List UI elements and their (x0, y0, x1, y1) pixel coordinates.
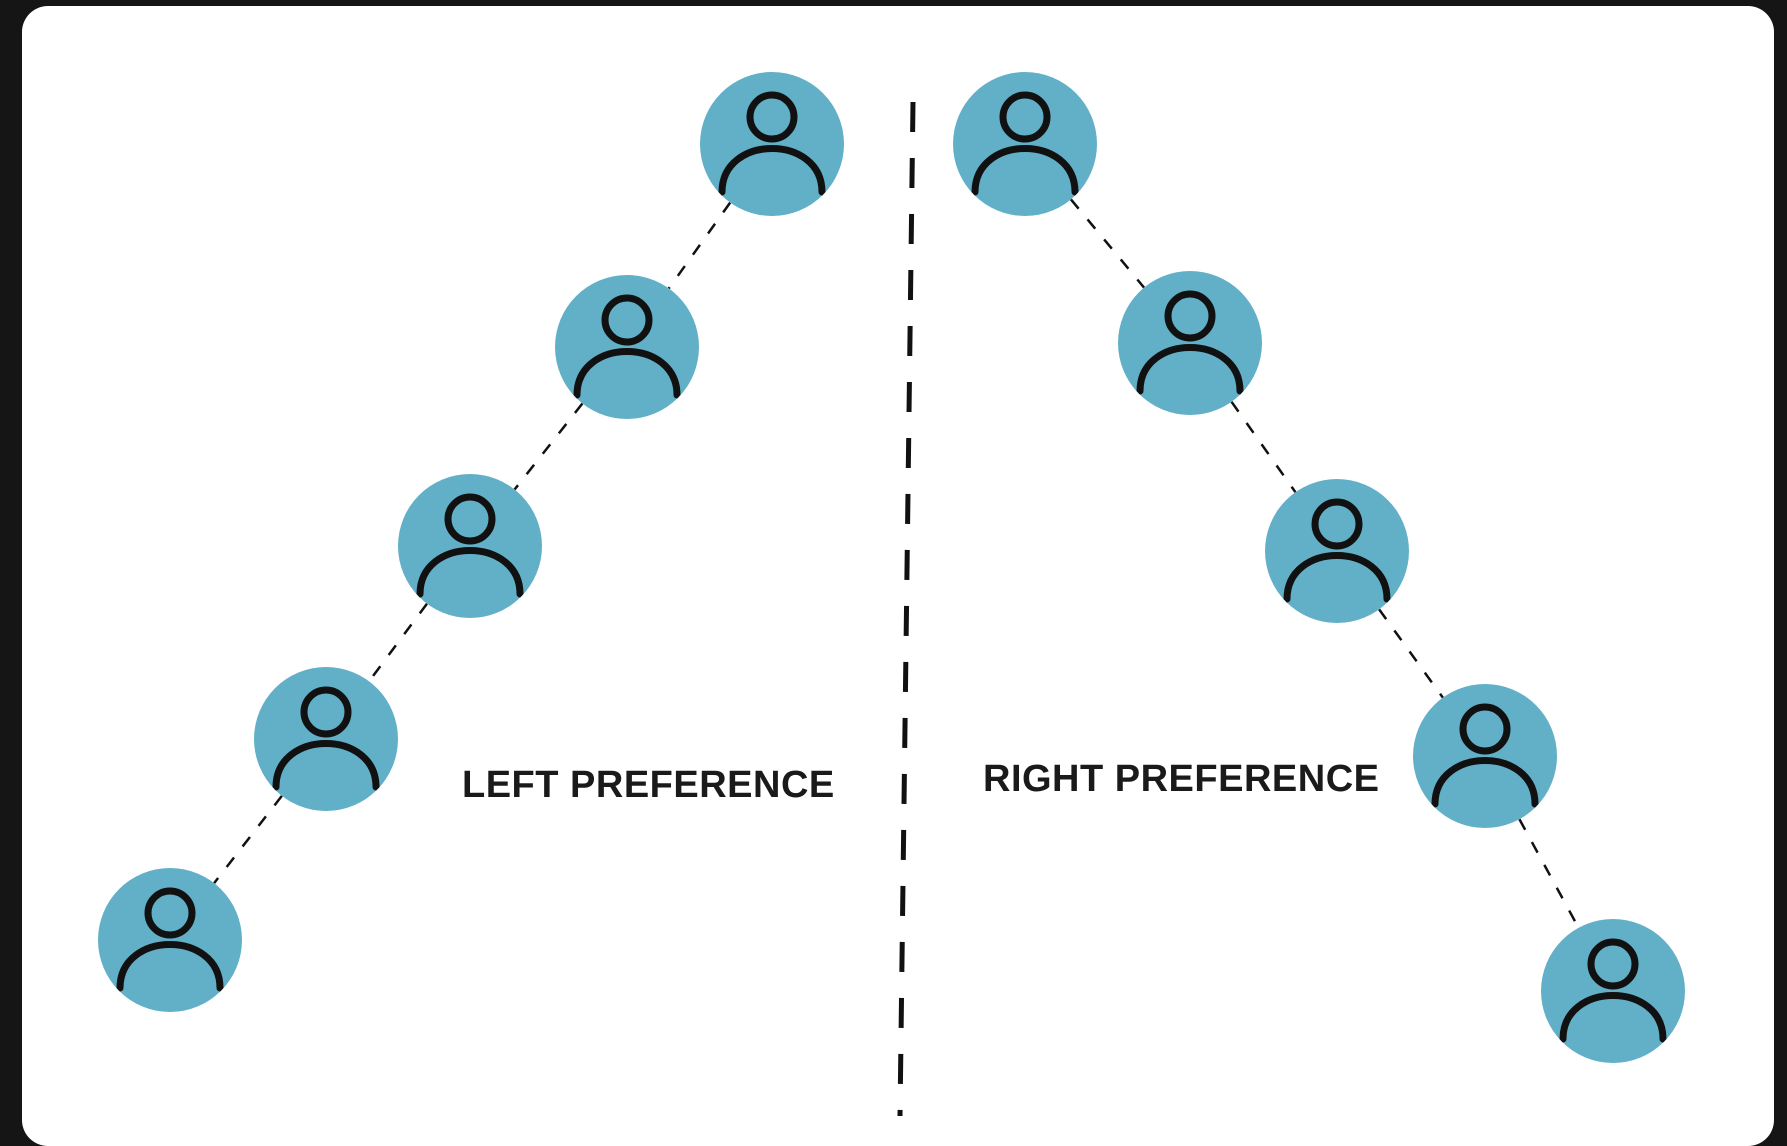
person-icon (1265, 479, 1409, 623)
left-connector-2 (513, 402, 584, 491)
person-body (1559, 992, 1667, 1043)
person-icon (98, 868, 242, 1012)
person-body (116, 941, 224, 992)
person-icon (1118, 271, 1262, 415)
person-node-circle (1265, 479, 1409, 623)
person-node-circle (254, 667, 398, 811)
person-head (1164, 290, 1216, 342)
person-body (718, 145, 826, 196)
person-icon (555, 275, 699, 419)
person-icon (700, 72, 844, 216)
person-head (1587, 938, 1639, 990)
person-body (272, 740, 380, 791)
person-head (1459, 703, 1511, 755)
person-node-circle (1541, 919, 1685, 1063)
left-connector-4 (213, 795, 283, 884)
person-node-circle (555, 275, 699, 419)
right-connector-4 (1518, 818, 1580, 929)
person-node-circle (398, 474, 542, 618)
left-connector-1 (667, 201, 732, 290)
person-node-circle (700, 72, 844, 216)
diagram-panel (22, 6, 1774, 1146)
person-body (1431, 757, 1539, 808)
person-head (444, 493, 496, 545)
person-icon (398, 474, 542, 618)
person-node-circle (953, 72, 1097, 216)
person-node-circle (98, 868, 242, 1012)
person-body (1136, 344, 1244, 395)
right-connector-3 (1378, 608, 1444, 699)
person-head (1311, 498, 1363, 550)
preference-diagram: LEFT PREFERENCE RIGHT PREFERENCE (98, 72, 1685, 1116)
person-body (1283, 552, 1391, 603)
person-body (971, 145, 1079, 196)
person-icon (254, 667, 398, 811)
right-preference-label: RIGHT PREFERENCE (983, 758, 1379, 800)
center-divider (897, 101, 916, 1116)
person-head (300, 686, 352, 738)
right-connector-1 (1069, 198, 1146, 289)
person-node-circle (1413, 684, 1557, 828)
person-icon (1541, 919, 1685, 1063)
left-preference-label: LEFT PREFERENCE (462, 764, 835, 806)
person-head (144, 887, 196, 939)
person-icon (953, 72, 1097, 216)
person-icon (1413, 684, 1557, 828)
person-body (573, 348, 681, 399)
person-nodes (98, 72, 1685, 1063)
connector-lines (213, 198, 1580, 929)
person-head (999, 91, 1051, 143)
left-connector-3 (368, 602, 428, 683)
right-connector-2 (1230, 401, 1297, 493)
person-head (746, 91, 798, 143)
person-head (601, 294, 653, 346)
person-body (416, 547, 524, 598)
person-node-circle (1118, 271, 1262, 415)
